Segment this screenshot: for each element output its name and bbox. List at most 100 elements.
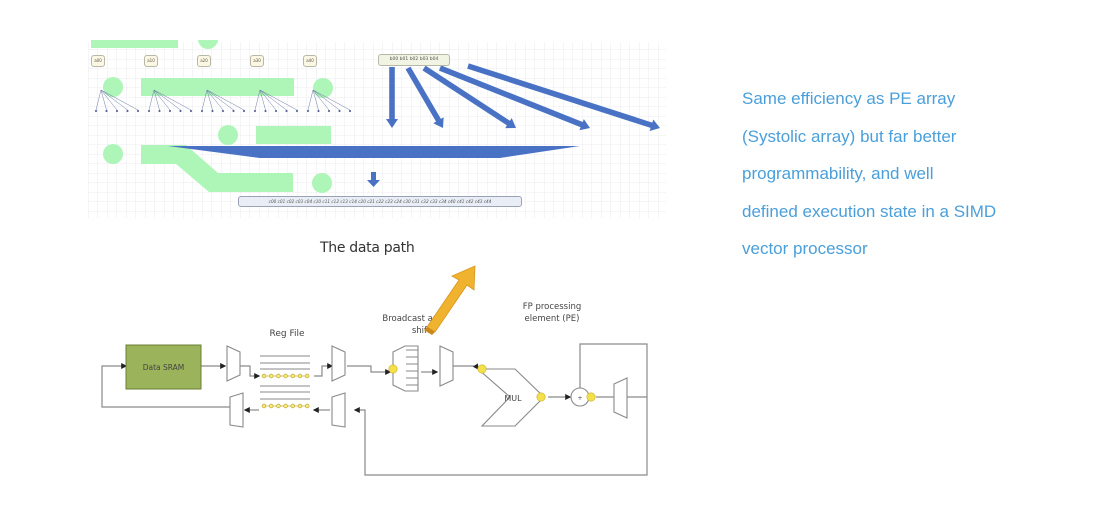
fanout-line	[312, 89, 319, 111]
fanout-dot	[189, 109, 193, 113]
fanout-line	[153, 89, 192, 111]
mul-unit	[476, 368, 545, 427]
reg-file-cells	[261, 373, 310, 409]
fanout-line	[153, 89, 171, 111]
fanout-line	[153, 89, 181, 111]
side-text-line: Same efficiency as PE array	[742, 89, 956, 108]
fanout-line	[100, 89, 118, 111]
b-broadcast-arrow	[405, 66, 444, 128]
adder-symbol: +	[577, 395, 582, 402]
highlight-circle-2	[313, 78, 333, 98]
fanout-line	[201, 89, 208, 111]
reg-cell	[297, 403, 303, 409]
b-vector-arrows	[386, 63, 660, 131]
fanout-dot	[306, 109, 310, 113]
regfile-to-mux-wire	[314, 363, 334, 377]
fanout-line	[259, 89, 277, 111]
reg-cell	[290, 373, 295, 379]
reg-cell	[276, 403, 281, 409]
grid-background	[88, 42, 666, 218]
b-broadcast-arrow	[422, 65, 516, 129]
mux-accumulator	[613, 377, 628, 419]
reg-file-label: Reg File	[269, 329, 304, 339]
reg-cell	[305, 403, 310, 409]
fanout-line	[307, 89, 314, 111]
fanout-line	[259, 89, 287, 111]
reg-cell	[290, 403, 295, 409]
fanout-dot	[126, 109, 129, 113]
fanout-dot	[274, 109, 278, 113]
systolic-array-diagram: a00 a10 a20 a30 a40 b00 b01 b02 b03 b04 …	[88, 40, 666, 218]
a-label-2: a20	[197, 55, 211, 67]
shifter-taps	[406, 349, 418, 386]
fanout-dot	[264, 109, 267, 113]
highlight-circle-4	[103, 144, 123, 164]
register-node	[586, 392, 596, 402]
sram-feedback-wire	[101, 363, 230, 408]
highlight-bar-2	[256, 126, 331, 144]
fanout-dot	[348, 109, 352, 113]
a-label-4: a40	[303, 55, 317, 67]
highlight-bar-1	[141, 78, 294, 96]
fanout-dot	[242, 109, 246, 113]
reg-cell	[297, 373, 303, 379]
fanout-dot	[105, 109, 108, 113]
fanout-dot	[115, 109, 119, 113]
pointer-arrow-icon	[424, 265, 476, 335]
highlight-row-a	[91, 40, 178, 48]
register-node	[388, 364, 398, 374]
reg-cell	[305, 373, 310, 379]
datapath-title: The data path	[320, 240, 415, 256]
register-node	[477, 364, 487, 374]
fanout-dot	[285, 109, 288, 113]
fanout-dot	[179, 109, 182, 113]
reg-cell	[283, 373, 288, 379]
top-diagram-canvas	[88, 40, 666, 218]
reg-cell	[269, 373, 274, 379]
reg-cell	[261, 403, 267, 409]
fanout-dot	[200, 109, 204, 113]
broadcast-label-1: Broadcast and	[382, 314, 443, 324]
mux-to-broadcast-wire	[347, 365, 392, 375]
mux-broadcast-out	[439, 345, 454, 387]
fanout-line	[259, 89, 298, 111]
highlight-circle-a	[198, 40, 218, 49]
fanout-dot	[147, 109, 151, 113]
highlight-circle-3	[218, 125, 238, 145]
mux-write-2	[331, 392, 346, 428]
fanout-dot	[158, 109, 161, 113]
highlight-circle-1	[103, 77, 123, 97]
fanout-line	[153, 89, 160, 111]
fanout-line	[100, 89, 128, 111]
fanout-dot	[136, 109, 140, 113]
wires	[101, 343, 648, 476]
fanout-dot	[221, 109, 225, 113]
fanout-line	[95, 89, 102, 111]
fanout-line	[100, 89, 139, 111]
highlight-bent-path	[141, 145, 293, 192]
side-text-line: programmability, and well	[742, 164, 934, 183]
reg-cell	[269, 403, 274, 409]
side-text-line: vector processor	[742, 239, 868, 258]
b-broadcast-arrow	[438, 65, 591, 131]
fanout-dot	[327, 109, 331, 113]
fanout-line	[206, 89, 213, 111]
mux-read-1	[226, 345, 241, 382]
side-description: Same efficiency as PE array (Systolic ar…	[742, 80, 1072, 268]
b-vector-box: b00 b01 b02 b03 b04	[378, 54, 450, 66]
fanout-line	[312, 89, 330, 111]
side-text-line: (Systolic array) but far better	[742, 126, 957, 146]
data-sram-block	[125, 344, 202, 390]
a-label-1: a10	[144, 55, 158, 67]
fanout-line	[206, 89, 245, 111]
side-text-line: defined execution state in a SIMD	[742, 201, 997, 221]
a-label-0: a00	[91, 55, 105, 67]
fanout-line	[148, 89, 155, 111]
data-sram-label: Data SRAM	[143, 363, 185, 372]
reg-file-block	[260, 355, 310, 400]
fanout-dot	[168, 109, 172, 113]
acc-feedback-wire	[353, 343, 648, 476]
b-broadcast-arrow	[467, 63, 660, 131]
reg-cell	[283, 403, 288, 409]
b-broadcast-arrow	[386, 67, 398, 128]
